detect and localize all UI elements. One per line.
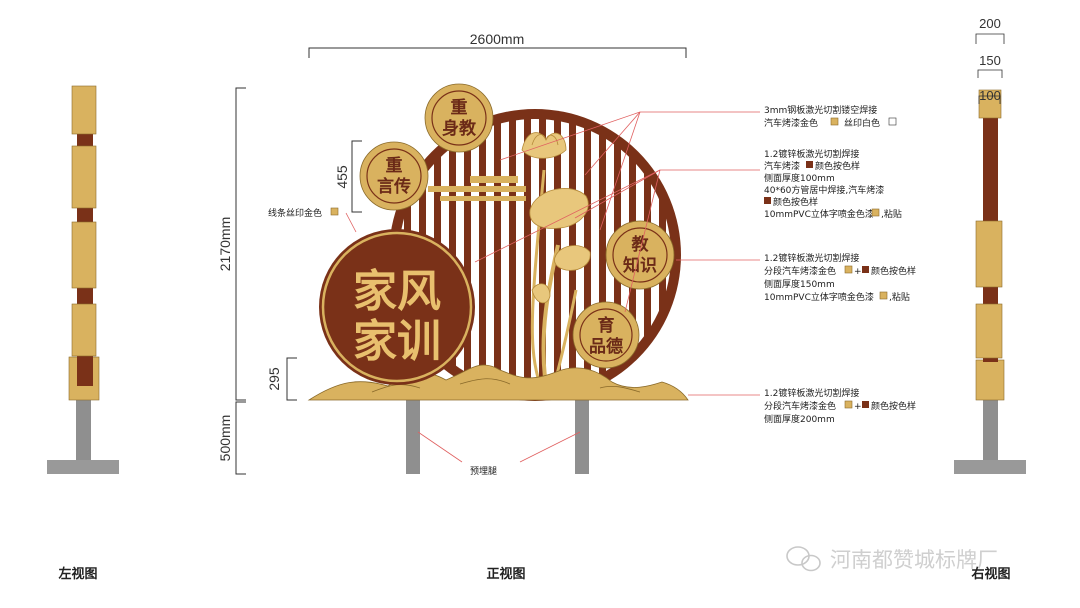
badge-right-line1: 教 — [631, 234, 650, 255]
annotation-1: 3mm钢板激光切割镂空焊接 汽车烤漆金色 丝印白色 — [764, 104, 897, 129]
note3-line4b: ,粘贴 — [889, 291, 910, 303]
swatch-gold — [830, 117, 839, 126]
mountain-base — [307, 364, 689, 401]
dim-right-150: 150 — [979, 53, 1001, 68]
note1-line2a: 汽车烤漆金色 — [764, 117, 818, 129]
note3-line1: 1.2镀锌板激光切割焊接 — [764, 252, 859, 264]
left-view-badge-block — [71, 85, 97, 135]
note4-line3: 侧面厚度200mm — [764, 413, 835, 425]
note2-line3: 侧面厚度100mm — [764, 172, 835, 184]
main-text-line1: 家风 — [353, 266, 441, 317]
badge-left: 重 言传 — [359, 141, 429, 211]
swatch-brown — [806, 161, 813, 168]
main-plaque — [319, 229, 475, 385]
badge-bottom-line2: 品德 — [589, 336, 623, 357]
note1-line2b: 丝印白色 — [844, 117, 880, 129]
dim-right-200: 200 — [979, 16, 1001, 31]
note3-line2b: 颜色按色样 — [871, 265, 916, 277]
left-view-leg — [76, 400, 91, 460]
note4-plus: + — [854, 402, 862, 412]
caption-left-view: 左视图 — [58, 566, 97, 582]
badge-left-line2: 言传 — [377, 176, 411, 197]
dim-right-100: 100 — [979, 88, 1001, 103]
dim-height-total: 2170mm — [217, 217, 233, 271]
label-embedded-legs: 预埋腿 — [470, 466, 497, 477]
note2-line1: 1.2镀锌板激光切割焊接 — [764, 148, 859, 160]
annotation-4: 1.2镀锌板激光切割焊接 分段汽车烤漆金色 + 颜色按色样 侧面厚度200mm — [764, 387, 916, 425]
note4-line2a: 分段汽车烤漆金色 — [764, 400, 836, 412]
note4-line2b: 颜色按色样 — [871, 400, 916, 412]
note3-line3: 侧面厚度150mm — [764, 278, 835, 290]
left-view-badge-block — [71, 221, 97, 289]
badge-bottom-line1: 育 — [598, 315, 615, 336]
right-view-dimension-brackets — [975, 33, 1005, 104]
swatch-gold — [871, 208, 880, 217]
dim-height-legs: 500mm — [217, 415, 233, 462]
note3-plus: + — [854, 267, 862, 277]
right-view-badge-block — [975, 220, 1003, 288]
right-view-foot — [954, 460, 1026, 474]
leader-lines — [345, 111, 760, 463]
note2-line2a: 汽车烤漆 — [764, 160, 800, 172]
swatch-brown — [764, 197, 771, 204]
cloud-ornament — [428, 176, 526, 201]
front-leg-left — [406, 400, 420, 474]
annotation-3: 1.2镀锌板激光切割焊接 分段汽车烤漆金色 + 颜色按色样 侧面厚度150mm … — [764, 252, 916, 303]
right-view-badge-block — [975, 303, 1003, 359]
dim-width-total: 2600mm — [470, 31, 524, 47]
swatch-gold — [879, 291, 888, 300]
watermark: 河南都赞城标牌厂 — [786, 546, 998, 572]
label-line-print-gold: 线条丝印金色 — [268, 207, 322, 219]
badge-bottom: 育 品德 — [572, 301, 640, 369]
caption-front-view: 正视图 — [486, 566, 525, 582]
left-view — [47, 85, 119, 474]
swatch-gold — [330, 207, 339, 216]
badge-left-line1: 重 — [386, 155, 403, 176]
annotation-2: 1.2镀锌板激光切割焊接 汽车烤漆 颜色按色样 侧面厚度100mm 40*60方… — [764, 148, 902, 220]
right-view: 200 150 100 — [954, 16, 1026, 474]
note4-line1: 1.2镀锌板激光切割焊接 — [764, 387, 859, 399]
note1-line1: 3mm钢板激光切割镂空焊接 — [764, 104, 877, 116]
left-view-badge-block — [71, 145, 97, 209]
main-text-line2: 家训 — [353, 316, 441, 367]
swatch-white — [888, 117, 897, 126]
watermark-text: 河南都赞城标牌厂 — [830, 548, 998, 572]
swatch-gold — [844, 265, 853, 274]
badge-top: 重 身教 — [424, 83, 494, 153]
note3-line2a: 分段汽车烤漆金色 — [764, 265, 836, 277]
dimension-lines — [235, 47, 687, 475]
badge-top-line2: 身教 — [442, 118, 477, 139]
note2-line5: 颜色按色样 — [773, 196, 818, 208]
front-leg-right — [575, 400, 589, 474]
swatch-brown — [862, 401, 869, 408]
note2-line2b: 颜色按色样 — [815, 160, 860, 172]
note2-line6b: ,粘贴 — [881, 208, 902, 220]
caption-right-view: 右视图 — [970, 566, 1010, 582]
swatch-brown — [862, 266, 869, 273]
badge-right-line2: 知识 — [622, 255, 657, 276]
dim-height-badge: 455 — [334, 165, 350, 189]
badge-right: 教 知识 — [605, 220, 675, 290]
right-view-base-block — [975, 359, 1005, 401]
right-view-leg — [983, 400, 998, 460]
left-view-foot — [47, 460, 119, 474]
main-plaque-ring — [321, 231, 473, 383]
badge-top-line1: 重 — [451, 97, 468, 118]
left-view-badge-block — [71, 303, 97, 357]
note3-line4a: 10mmPVC立体字喷金色漆 — [764, 291, 874, 303]
swatch-gold — [844, 400, 853, 409]
dim-height-base: 295 — [266, 367, 282, 391]
note2-line4: 40*60方管居中焊接,汽车烤漆 — [764, 184, 884, 196]
note2-line6a: 10mmPVC立体字喷金色漆 — [764, 208, 874, 220]
front-view: 家风 家训 重 身教 重 言传 教 知识 育 品德 — [217, 31, 916, 477]
lotus-ornament — [521, 132, 591, 379]
wechat-icon — [786, 546, 821, 572]
